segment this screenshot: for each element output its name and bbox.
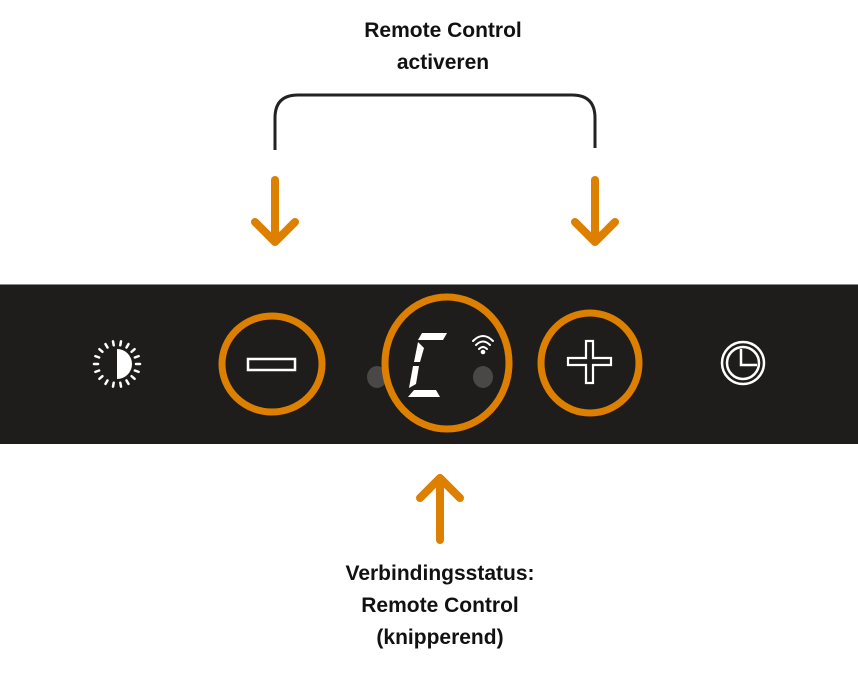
bottom-label: Verbindingsstatus: Remote Control (knipp… (290, 558, 590, 654)
minus-icon (246, 357, 297, 372)
top-label-line2: activeren (396, 51, 490, 74)
display-highlight (381, 293, 513, 433)
arrow-up (416, 474, 464, 544)
plus-highlight (537, 309, 643, 417)
control-panel (0, 284, 858, 444)
bottom-label-line3: (knipperend) (376, 626, 504, 649)
indicator-dot-right (473, 366, 493, 388)
bracket (273, 93, 597, 150)
wifi-icon (472, 335, 494, 355)
bottom-label-line1: Verbindingsstatus: (345, 562, 535, 585)
plus-icon (566, 339, 613, 385)
arrow-down-right (571, 176, 619, 246)
arrow-down-left (251, 176, 299, 246)
top-label-line1: Remote Control (364, 19, 522, 42)
display-character-c (408, 333, 447, 397)
minus-button[interactable] (218, 312, 326, 416)
plus-button[interactable] (537, 309, 643, 417)
minus-highlight (218, 312, 326, 416)
bottom-label-line2: Remote Control (361, 594, 519, 617)
brightness-icon[interactable] (92, 340, 142, 388)
top-label: Remote Control activeren (293, 15, 593, 79)
timer-icon[interactable] (720, 340, 766, 386)
